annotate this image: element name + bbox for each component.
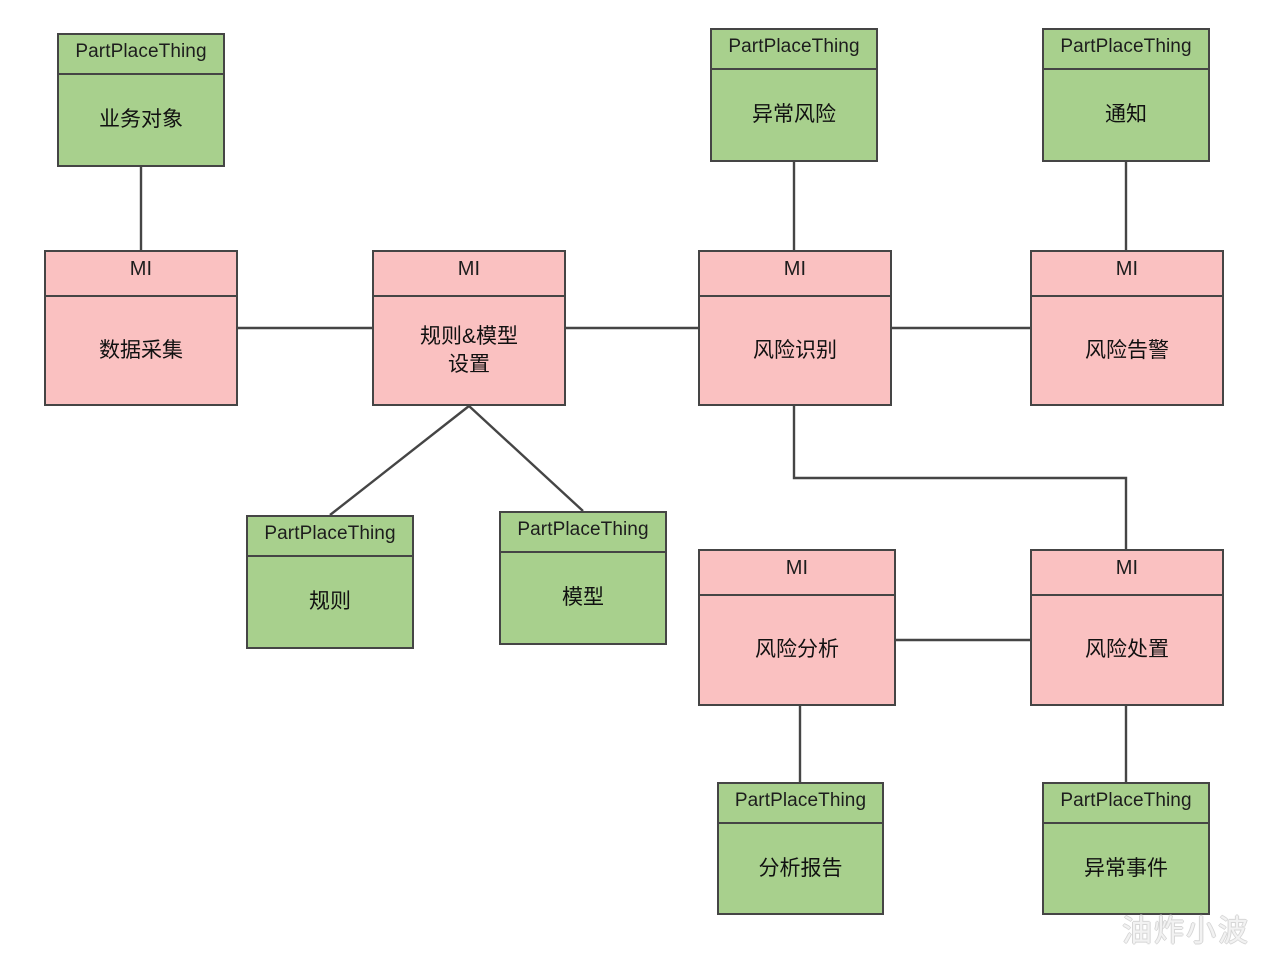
node-label: 风险告警 bbox=[1032, 297, 1222, 404]
node-label: 数据采集 bbox=[46, 297, 236, 404]
node-label: 通知 bbox=[1044, 70, 1208, 160]
node-stereotype: PartPlaceThing bbox=[248, 517, 412, 557]
node-stereotype: MI bbox=[1032, 252, 1222, 297]
node-stereotype: PartPlaceThing bbox=[719, 784, 882, 824]
node-stereotype: PartPlaceThing bbox=[59, 35, 223, 75]
node-label: 模型 bbox=[501, 553, 665, 643]
node-stereotype: MI bbox=[700, 252, 890, 297]
node-stereotype: PartPlaceThing bbox=[1044, 784, 1208, 824]
node-stereotype: MI bbox=[46, 252, 236, 297]
node-label: 规则&模型设置 bbox=[374, 297, 564, 404]
node-stereotype: PartPlaceThing bbox=[712, 30, 876, 70]
node-label: 异常风险 bbox=[712, 70, 876, 160]
node-label: 分析报告 bbox=[719, 824, 882, 913]
watermark: 油炸小波 bbox=[1122, 915, 1250, 948]
node-label: 风险识别 bbox=[700, 297, 890, 404]
edge-n5-n9 bbox=[468, 405, 584, 512]
node-label: 风险处置 bbox=[1032, 596, 1222, 704]
node-stereotype: PartPlaceThing bbox=[1044, 30, 1208, 70]
node-label: 业务对象 bbox=[59, 75, 223, 165]
node-stereotype: MI bbox=[1032, 551, 1222, 596]
edge-n5-n8 bbox=[329, 405, 470, 516]
node-label: 异常事件 bbox=[1044, 824, 1208, 913]
node-stereotype: MI bbox=[374, 252, 564, 297]
node-stereotype: MI bbox=[700, 551, 894, 596]
edge-n6-n11 bbox=[792, 406, 1128, 549]
node-label: 规则 bbox=[248, 557, 412, 647]
node-label: 风险分析 bbox=[700, 596, 894, 704]
node-stereotype: PartPlaceThing bbox=[501, 513, 665, 553]
